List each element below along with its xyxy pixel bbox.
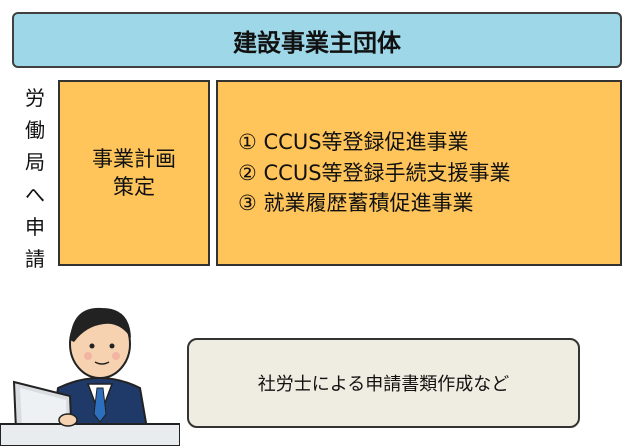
- business-plan-box: 事業計画 策定: [58, 80, 210, 266]
- employer-group-title: 建設事業主団体: [12, 12, 622, 68]
- project-item: ② CCUS等登録手続支援事業: [238, 160, 511, 185]
- side-label-char: 局: [25, 150, 45, 175]
- side-label-char: へ: [25, 182, 45, 207]
- office-worker-at-laptop-icon: [0, 307, 180, 446]
- side-label-char: 申: [25, 214, 45, 239]
- note-text: 社労士による申請書類作成など: [257, 374, 510, 395]
- plan-line-1: 事業計画: [92, 146, 176, 171]
- title-text: 建設事業主団体: [233, 28, 401, 57]
- side-label-char: 労: [25, 86, 45, 110]
- project-item: ③ 就業履歴蓄積促進事業: [238, 191, 474, 216]
- project-item: ① CCUS等登録促進事業: [238, 130, 469, 155]
- apply-to-labor-bureau-label: 労 働 局 へ 申 請: [20, 82, 50, 272]
- side-label-char: 請: [25, 246, 45, 271]
- plan-line-2: 策定: [113, 175, 155, 199]
- projects-box: ① CCUS等登録促進事業 ② CCUS等登録手続支援事業 ③ 就業履歴蓄積促進…: [216, 80, 622, 266]
- side-label-char: 働: [25, 118, 45, 143]
- sharoushi-document-note: 社労士による申請書類作成など: [187, 338, 580, 428]
